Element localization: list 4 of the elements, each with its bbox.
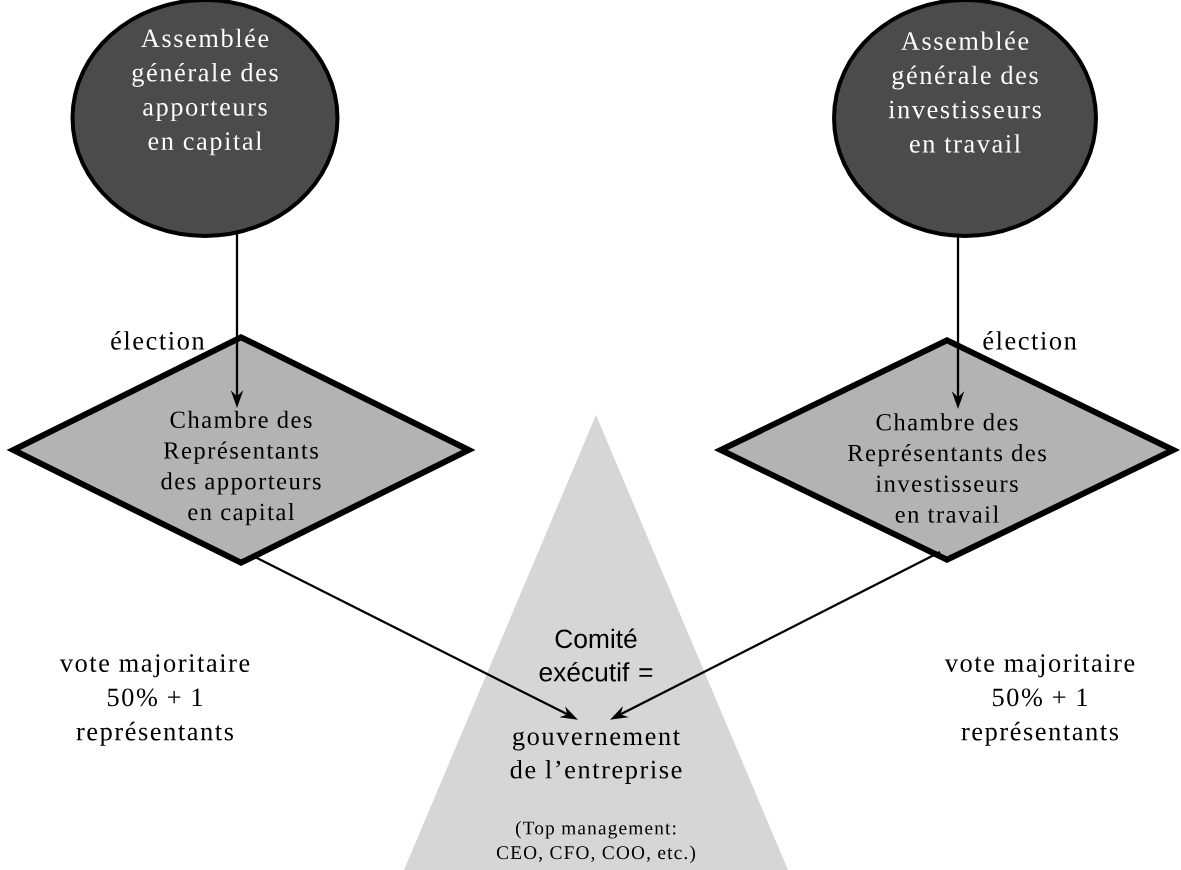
edge-label: vote majoritaire 50% + 1 représentants xyxy=(944,654,1135,746)
executive-triangle: Comité exécutif = gouvernement de l’entreprise (Top management: CEO, CFO, COO, etc.) xyxy=(404,415,788,870)
edge-label: vote majoritaire 50% + 1 représentants xyxy=(59,654,250,746)
edge-label: élection xyxy=(111,331,205,350)
